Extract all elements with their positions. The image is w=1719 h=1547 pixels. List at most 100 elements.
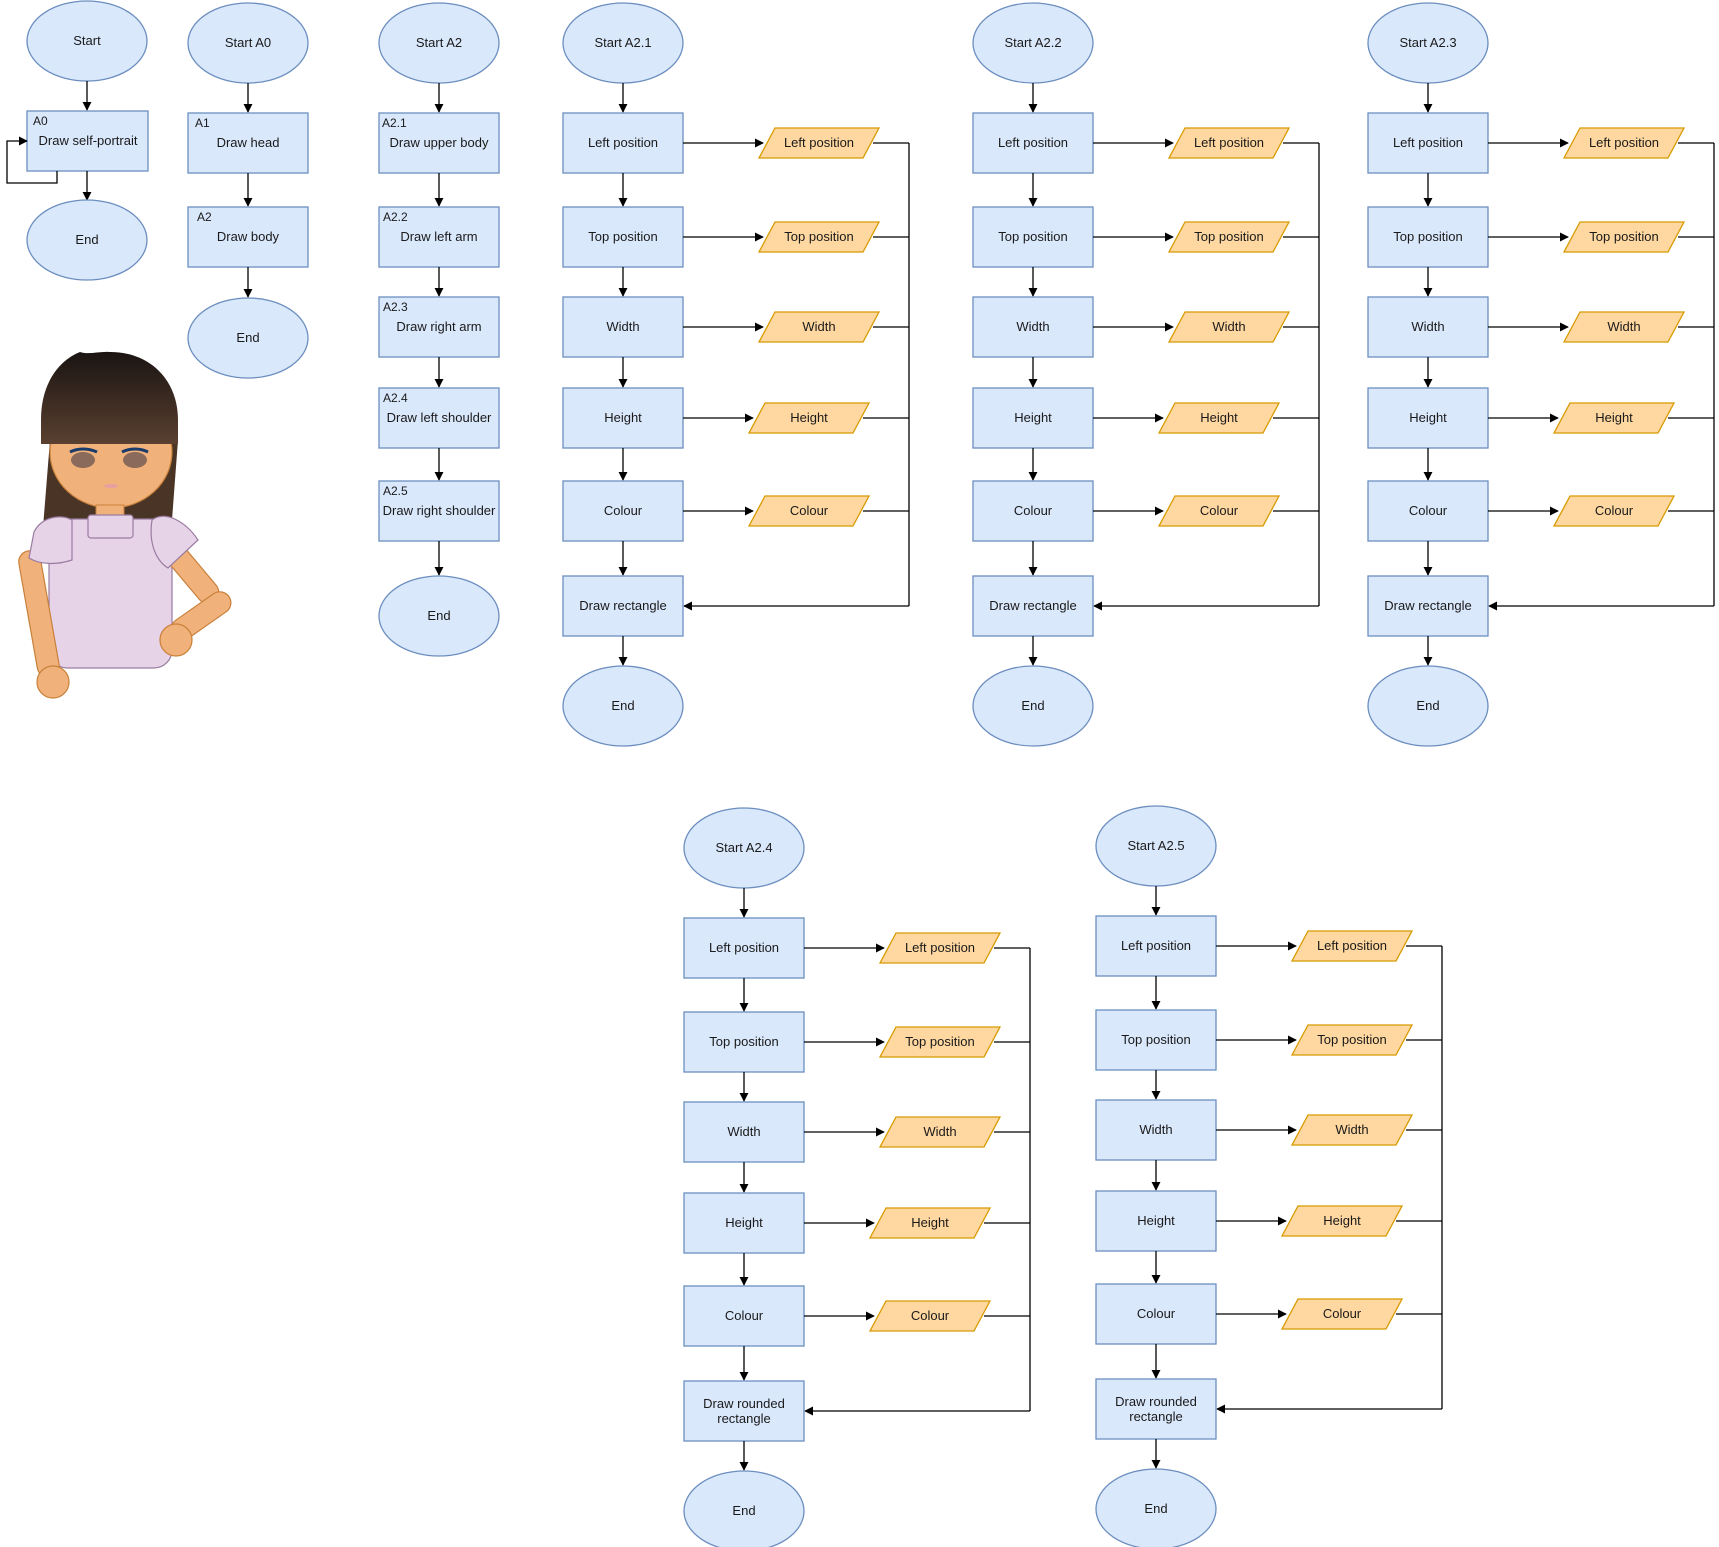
- flow-3-input-box[interactable]: [1367, 206, 1489, 268]
- flow-5-input-box[interactable]: [1095, 915, 1217, 977]
- flow-1-end-label: End: [611, 698, 634, 713]
- flow-2-end-label: End: [1021, 698, 1044, 713]
- a2-step-a2-1[interactable]: [378, 112, 500, 174]
- flow-1-input-box[interactable]: [562, 480, 684, 542]
- flow-3-end-node[interactable]: [1367, 665, 1489, 747]
- flow-5-input-box[interactable]: [1095, 1190, 1217, 1252]
- flow-4-input-box[interactable]: [683, 1101, 805, 1163]
- flow-3-io-parallelogram[interactable]: [1552, 495, 1676, 527]
- a2-step-a2-2-tag: A2.2: [383, 210, 408, 224]
- flow-2-io-parallelogram[interactable]: [1157, 495, 1281, 527]
- flow-5-io-label: Colour: [1323, 1306, 1362, 1321]
- a2-step-a2-1-label: Draw upper body: [390, 135, 489, 150]
- a2-step-a2-4[interactable]: [378, 387, 500, 449]
- flow-1-input-box[interactable]: [562, 387, 684, 449]
- flow-1-action-box[interactable]: [562, 575, 684, 637]
- flow-1-io-parallelogram[interactable]: [757, 127, 881, 159]
- flow-2-io-parallelogram[interactable]: [1167, 311, 1291, 343]
- flow-1-io-parallelogram[interactable]: [747, 402, 871, 434]
- a2-step-a2-3[interactable]: [378, 296, 500, 358]
- flow-3-action-box[interactable]: [1367, 575, 1489, 637]
- flow-2-input-box[interactable]: [972, 296, 1094, 358]
- flow-4-start-label: Start A2.4: [715, 840, 772, 855]
- flow-2-io-parallelogram[interactable]: [1157, 402, 1281, 434]
- flow-4-io-parallelogram[interactable]: [878, 1026, 1002, 1058]
- a0-step-a2[interactable]: [187, 206, 309, 268]
- a2-step-a2-2[interactable]: [378, 206, 500, 268]
- flow-1-input-box[interactable]: [562, 206, 684, 268]
- flow-1-io-label: Left position: [784, 135, 854, 150]
- a0-end-node[interactable]: [187, 297, 309, 379]
- flow-2-input-box[interactable]: [972, 387, 1094, 449]
- flow-3-input-box[interactable]: [1367, 480, 1489, 542]
- a2-step-a2-5[interactable]: [378, 480, 500, 542]
- flow-2-input-box[interactable]: [972, 480, 1094, 542]
- flow-3-input-label: Top position: [1393, 229, 1462, 244]
- flow-2-action-label: Draw rectangle: [989, 598, 1076, 613]
- flow-5-io-parallelogram[interactable]: [1280, 1205, 1404, 1237]
- flow-5-io-parallelogram[interactable]: [1290, 1024, 1414, 1056]
- flow-1-io-parallelogram[interactable]: [757, 221, 881, 253]
- flow-4-end-node[interactable]: [683, 1470, 805, 1547]
- flow-4-io-label: Colour: [911, 1308, 950, 1323]
- flow-1-start-label: Start A2.1: [594, 35, 651, 50]
- flow-3-input-box[interactable]: [1367, 296, 1489, 358]
- flow-2-io-parallelogram[interactable]: [1167, 221, 1291, 253]
- flow-1-io-parallelogram[interactable]: [747, 495, 871, 527]
- a2-step-a2-3-label: Draw right arm: [396, 319, 481, 334]
- flow-5-start-label: Start A2.5: [1127, 838, 1184, 853]
- flow-3-io-parallelogram[interactable]: [1562, 127, 1686, 159]
- flow-2-io-label: Colour: [1200, 503, 1239, 518]
- flow-5-input-box[interactable]: [1095, 1099, 1217, 1161]
- flow-4-io-parallelogram[interactable]: [878, 932, 1002, 964]
- flow-1-io-label: Top position: [784, 229, 853, 244]
- flow-2-io-parallelogram[interactable]: [1167, 127, 1291, 159]
- flow-1-input-label: Left position: [588, 135, 658, 150]
- a0-step-a1-tag: A1: [195, 116, 210, 130]
- flow-5-input-label: Top position: [1121, 1032, 1190, 1047]
- flow-4-input-box[interactable]: [683, 1011, 805, 1073]
- flow-5-io-label: Height: [1323, 1213, 1361, 1228]
- flow-2-input-label: Left position: [998, 135, 1068, 150]
- flow-2-input-label: Colour: [1014, 503, 1053, 518]
- flow-1-io-parallelogram[interactable]: [757, 311, 881, 343]
- flow-4-input-box[interactable]: [683, 1192, 805, 1254]
- flow-2-io-label: Left position: [1194, 135, 1264, 150]
- a0-step-a1-label: Draw head: [217, 135, 280, 150]
- flow-2-action-box[interactable]: [972, 575, 1094, 637]
- nose: [104, 484, 118, 488]
- flow-5-io-parallelogram[interactable]: [1290, 1114, 1414, 1146]
- collar: [87, 514, 134, 539]
- right-hand: [159, 623, 193, 657]
- flow-3-input-box[interactable]: [1367, 387, 1489, 449]
- flow-5-input-label: Left position: [1121, 938, 1191, 953]
- flow-5-end-node[interactable]: [1095, 1468, 1217, 1547]
- a2-step-a2-5-label: Draw right shoulder: [383, 503, 496, 518]
- flow-5-action-box[interactable]: [1095, 1378, 1217, 1440]
- main-end-node[interactable]: [26, 199, 148, 281]
- flow-2-start-label: Start A2.2: [1004, 35, 1061, 50]
- flow-4-input-box[interactable]: [683, 917, 805, 979]
- flow-4-io-parallelogram[interactable]: [878, 1116, 1002, 1148]
- flow-2-io-label: Height: [1200, 410, 1238, 425]
- main-step-a0[interactable]: [26, 110, 149, 172]
- flow-3-io-parallelogram[interactable]: [1562, 221, 1686, 253]
- flow-5-input-label: Height: [1137, 1213, 1175, 1228]
- flow-1-end-node[interactable]: [562, 665, 684, 747]
- flow-3-io-label: Left position: [1589, 135, 1659, 150]
- flow-3-action-label: Draw rectangle: [1384, 598, 1471, 613]
- flow-3-io-parallelogram[interactable]: [1562, 311, 1686, 343]
- flow-3-io-parallelogram[interactable]: [1552, 402, 1676, 434]
- flow-4-io-parallelogram[interactable]: [868, 1207, 992, 1239]
- a2-end-node[interactable]: [378, 575, 500, 657]
- flow-4-io-parallelogram[interactable]: [868, 1300, 992, 1332]
- flow-5-io-parallelogram[interactable]: [1290, 930, 1414, 962]
- flow-4-action-box[interactable]: [683, 1380, 805, 1442]
- flow-1-input-box[interactable]: [562, 296, 684, 358]
- flow-2-end-node[interactable]: [972, 665, 1094, 747]
- flow-5-io-parallelogram[interactable]: [1280, 1298, 1404, 1330]
- left-eyebrow: [69, 447, 98, 454]
- flow-5-io-label: Left position: [1317, 938, 1387, 953]
